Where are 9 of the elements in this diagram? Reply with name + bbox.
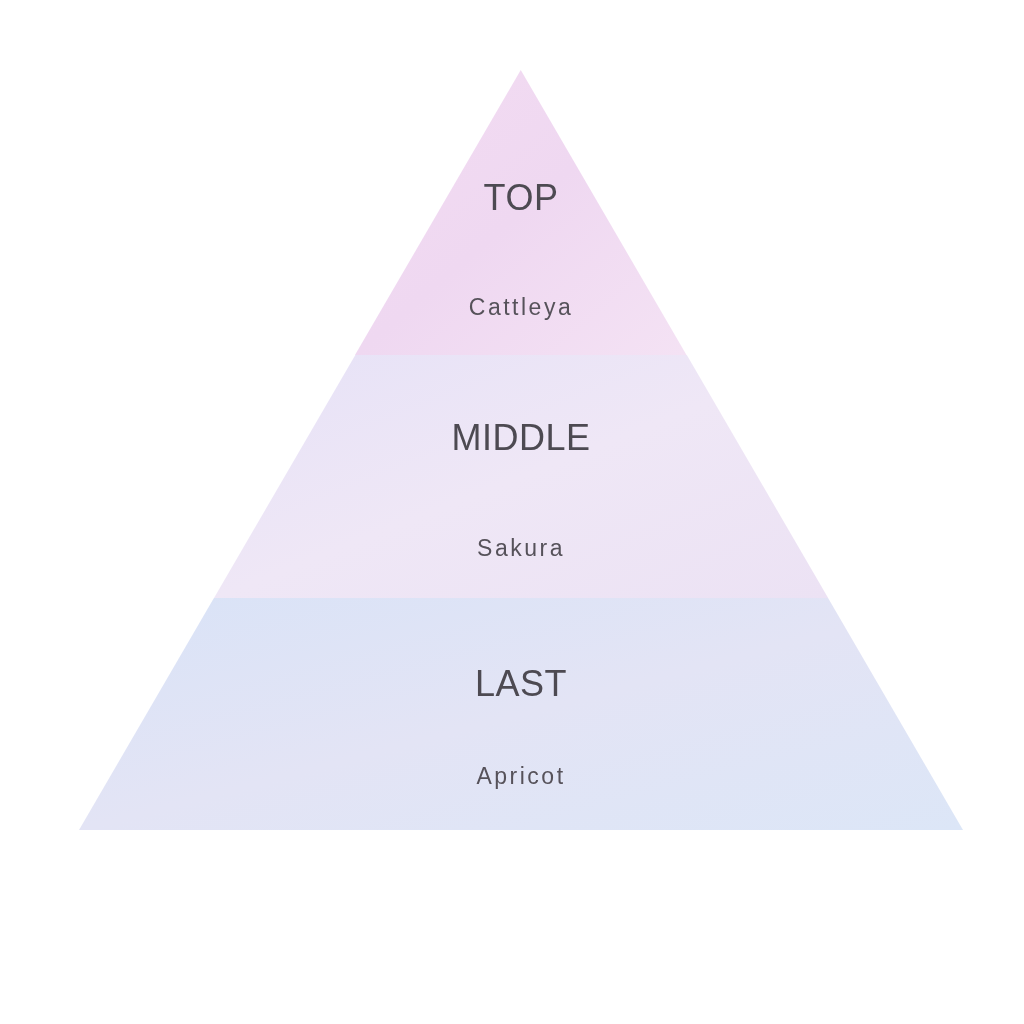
tier-label: Sakura: [477, 534, 565, 562]
pyramid-tier: [213, 355, 829, 598]
tier-label: Apricot: [476, 762, 566, 790]
tier-label: Cattleya: [468, 293, 574, 321]
pyramid-tier: [79, 598, 963, 830]
tier-title: TOP: [483, 177, 559, 219]
pyramid-tier: [355, 70, 687, 355]
tier-title: MIDDLE: [451, 417, 591, 459]
tier-title: LAST: [475, 663, 567, 705]
